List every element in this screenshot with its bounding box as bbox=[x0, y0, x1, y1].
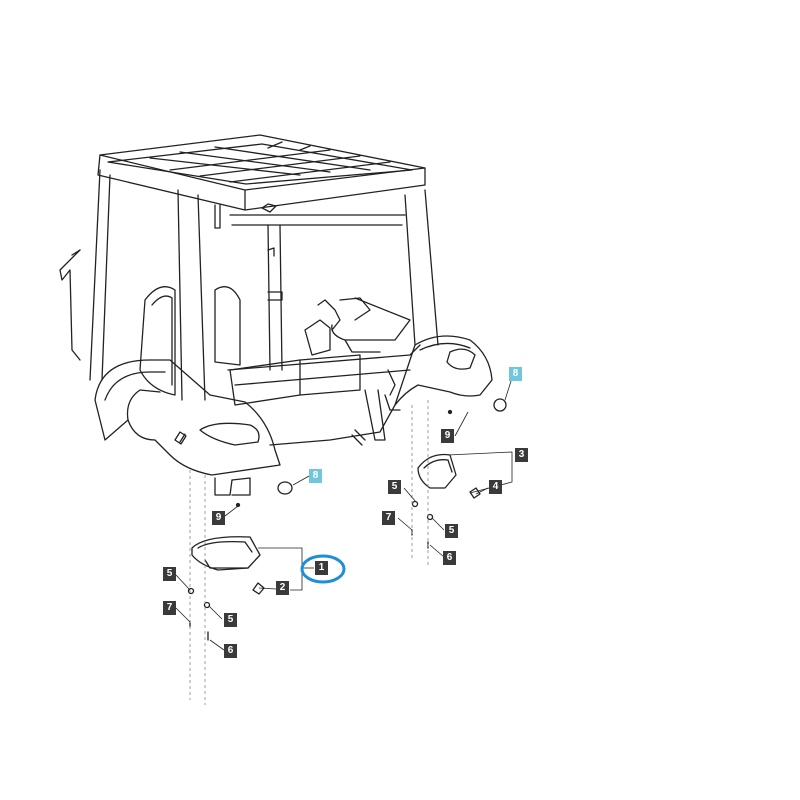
front-pillars bbox=[89, 169, 439, 401]
callout-4[interactable]: 4 bbox=[489, 480, 502, 494]
callout-5-left-upper[interactable]: 5 bbox=[163, 567, 176, 581]
callout-2[interactable]: 2 bbox=[276, 581, 289, 595]
callout-5-right-upper[interactable]: 5 bbox=[388, 480, 401, 494]
callout-6-left[interactable]: 6 bbox=[224, 644, 237, 658]
callout-5-left-lower[interactable]: 5 bbox=[224, 613, 237, 627]
cap-right bbox=[493, 398, 507, 412]
highlight-ring bbox=[300, 554, 346, 584]
callout-5-right-lower[interactable]: 5 bbox=[445, 524, 458, 538]
callout-7-right[interactable]: 7 bbox=[382, 511, 395, 525]
cap-left bbox=[277, 481, 293, 495]
side-panel bbox=[59, 249, 241, 396]
callout-6-right[interactable]: 6 bbox=[443, 551, 456, 565]
leader-lines bbox=[175, 377, 513, 705]
callout-8-right[interactable]: 8 bbox=[509, 367, 522, 381]
callout-7-left[interactable]: 7 bbox=[163, 601, 176, 615]
right-lamp-assembly bbox=[411, 453, 481, 549]
callout-9-right[interactable]: 9 bbox=[441, 429, 454, 443]
roof-frame bbox=[97, 134, 426, 211]
lower-body bbox=[94, 335, 493, 476]
floor-assembly bbox=[229, 297, 411, 446]
lower-bracket bbox=[214, 477, 251, 496]
callout-9-left[interactable]: 9 bbox=[212, 511, 225, 525]
callout-3[interactable]: 3 bbox=[515, 448, 528, 462]
callout-1[interactable]: 1 bbox=[315, 561, 328, 575]
rear-frame bbox=[227, 214, 421, 386]
callout-8-left[interactable]: 8 bbox=[309, 469, 322, 483]
